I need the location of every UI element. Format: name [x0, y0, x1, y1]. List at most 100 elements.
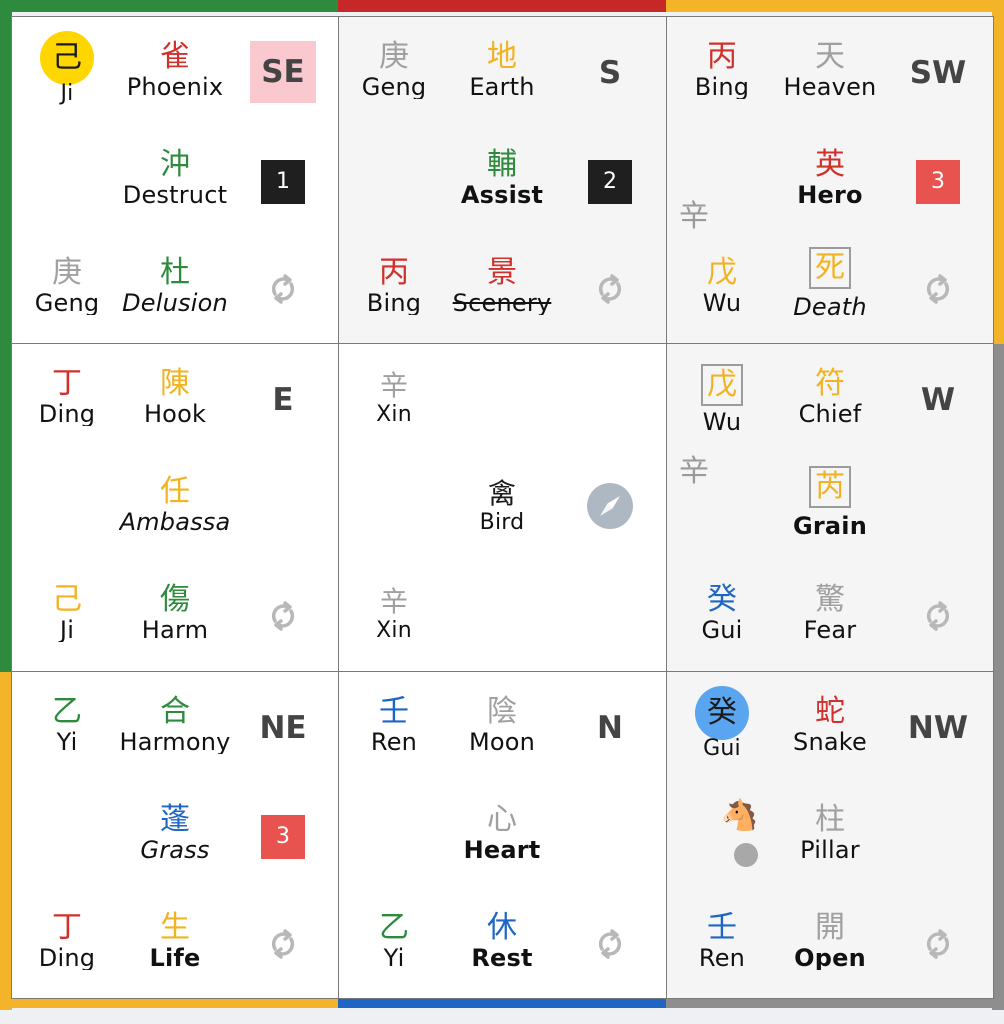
- deity: 雀 Phoenix: [105, 39, 245, 99]
- edge-top-left: [0, 0, 338, 12]
- star-char: 任: [160, 474, 190, 509]
- edge-right-top: [992, 0, 1004, 344]
- edge-bottom-center: [338, 998, 666, 1008]
- count-badge: 1: [261, 160, 305, 204]
- heaven-stem: 丁 Ding: [0, 366, 137, 426]
- direction-label: NW: [907, 710, 969, 746]
- star-label: Ambassa: [119, 510, 231, 534]
- earth-stem-char: 丙: [379, 255, 409, 290]
- palace-ne[interactable]: 乙 Yi 合 Harmony NE 蓬 Grass 3 丁 Ding 生 Lif…: [11, 671, 339, 999]
- deity: 蛇 Snake: [760, 694, 900, 754]
- side-stem: 辛: [679, 454, 709, 489]
- direction-label: SE: [250, 41, 316, 103]
- count-badge: 3: [916, 160, 960, 204]
- palace-e[interactable]: 丁 Ding 陳 Hook E 任 Ambassa 己 Ji 傷 Harm: [11, 343, 339, 672]
- palace-se[interactable]: 己 Ji 雀 Phoenix SE 沖 Destruct 1 庚 Geng 杜 …: [11, 16, 339, 344]
- deity-char: 地: [487, 39, 517, 74]
- earth-stem-char: 乙: [379, 910, 409, 945]
- door: 開 Open: [760, 910, 900, 970]
- stem-char: 戊: [701, 364, 743, 406]
- refresh-icon[interactable]: [921, 272, 955, 306]
- stem-char: 壬: [379, 694, 409, 729]
- earth-stem-char: 辛: [379, 585, 408, 618]
- status-dot: [734, 843, 758, 867]
- direction-label: NE: [259, 710, 307, 746]
- stem-label: Ji: [60, 83, 74, 105]
- stem-char: 己: [40, 31, 94, 85]
- stem-char: 乙: [52, 694, 82, 729]
- palace-nw[interactable]: 癸 Gui 蛇 Snake NW 🐴 柱 Pillar 壬 Ren 開 Open: [666, 671, 994, 999]
- earth-stem-char: 癸: [707, 582, 737, 617]
- palace-sw[interactable]: 丙 Bing 天 Heaven SW 辛 英 Hero 3 戊 Wu 死 Dea…: [666, 16, 994, 344]
- stem-char: 丁: [52, 366, 82, 401]
- earth-stem-label: Ren: [698, 946, 746, 970]
- deity-char: 符: [815, 366, 845, 401]
- edge-bottom-left: [0, 998, 338, 1008]
- refresh-icon[interactable]: [593, 927, 627, 961]
- star-label: Grain: [792, 514, 868, 538]
- heaven-stem: 辛 Xin: [324, 368, 464, 426]
- earth-stem: 辛 Xin: [324, 584, 464, 642]
- stem-label: Xin: [376, 404, 412, 426]
- deity-char: 雀: [160, 39, 190, 74]
- earth-stem-label: Gui: [701, 618, 743, 642]
- deity-label: Snake: [793, 730, 867, 754]
- star-char: 英: [815, 147, 845, 182]
- door: 死 Death: [760, 247, 900, 319]
- earth-stem-char: 己: [52, 582, 82, 617]
- palace-center[interactable]: 辛 Xin 禽 Bird 辛 Xin: [338, 343, 667, 672]
- heaven-stem: 乙 Yi: [0, 694, 137, 754]
- earth-stem-char: 戊: [707, 255, 737, 290]
- palace-w[interactable]: 戊 Wu 符 Chief W 辛 芮 Grain 癸 Gui 驚 Fear: [666, 343, 994, 672]
- earth-stem: 庚 Geng: [0, 255, 137, 315]
- door-label: Open: [794, 946, 866, 970]
- heaven-stem: 己 Ji: [0, 31, 137, 105]
- door-label: Life: [149, 946, 201, 970]
- stem-char: 辛: [379, 369, 408, 402]
- refresh-icon[interactable]: [266, 927, 300, 961]
- deity-label: Hook: [143, 402, 207, 426]
- earth-stem-char: 庚: [52, 255, 82, 290]
- star-char: 柱: [815, 802, 845, 837]
- door-char: 杜: [160, 255, 190, 290]
- deity: 陰 Moon: [432, 694, 572, 754]
- earth-stem: 壬 Ren: [652, 910, 792, 970]
- stem-label: Bing: [694, 75, 750, 99]
- earth-stem-label: Wu: [702, 291, 742, 315]
- stem-label: Geng: [361, 75, 427, 99]
- direction-label: N: [597, 710, 623, 746]
- refresh-icon[interactable]: [266, 272, 300, 306]
- earth-stem: 癸 Gui: [652, 582, 792, 642]
- earth-stem: 乙 Yi: [324, 910, 464, 970]
- door: 休 Rest: [432, 910, 572, 970]
- refresh-icon[interactable]: [921, 927, 955, 961]
- deity-label: Phoenix: [126, 75, 224, 99]
- earth-stem-label: Ji: [59, 618, 75, 642]
- direction-label: SW: [909, 55, 967, 91]
- stem-label: Ding: [38, 402, 96, 426]
- door-label: Scenery: [452, 291, 552, 315]
- earth-stem: 己 Ji: [0, 582, 137, 642]
- star: 禽 Bird: [432, 476, 572, 534]
- edge-right-bottom: [992, 344, 1004, 1010]
- heaven-stem: 戊 Wu: [652, 364, 792, 434]
- star-label: Destruct: [122, 183, 228, 207]
- deity-char: 陳: [160, 366, 190, 401]
- earth-stem-label: Ding: [38, 946, 96, 970]
- palace-n[interactable]: 壬 Ren 陰 Moon N 心 Heart 乙 Yi 休 Rest: [338, 671, 667, 999]
- edge-top-right: [666, 0, 1004, 12]
- refresh-icon[interactable]: [921, 599, 955, 633]
- star-char: 輔: [487, 147, 517, 182]
- palace-s[interactable]: 庚 Geng 地 Earth S 輔 Assist 2 丙 Bing 景 Sce…: [338, 16, 667, 344]
- refresh-icon[interactable]: [593, 272, 627, 306]
- compass-icon[interactable]: [587, 483, 633, 529]
- star-char: 沖: [160, 147, 190, 182]
- deity: 陳 Hook: [105, 366, 245, 426]
- door-label: Rest: [471, 946, 533, 970]
- refresh-icon[interactable]: [266, 599, 300, 633]
- door-char: 生: [160, 910, 190, 945]
- stem-char: 庚: [379, 39, 409, 74]
- star: 蓬 Grass: [105, 802, 245, 862]
- door-char: 景: [487, 255, 517, 290]
- star-label: Pillar: [800, 838, 860, 862]
